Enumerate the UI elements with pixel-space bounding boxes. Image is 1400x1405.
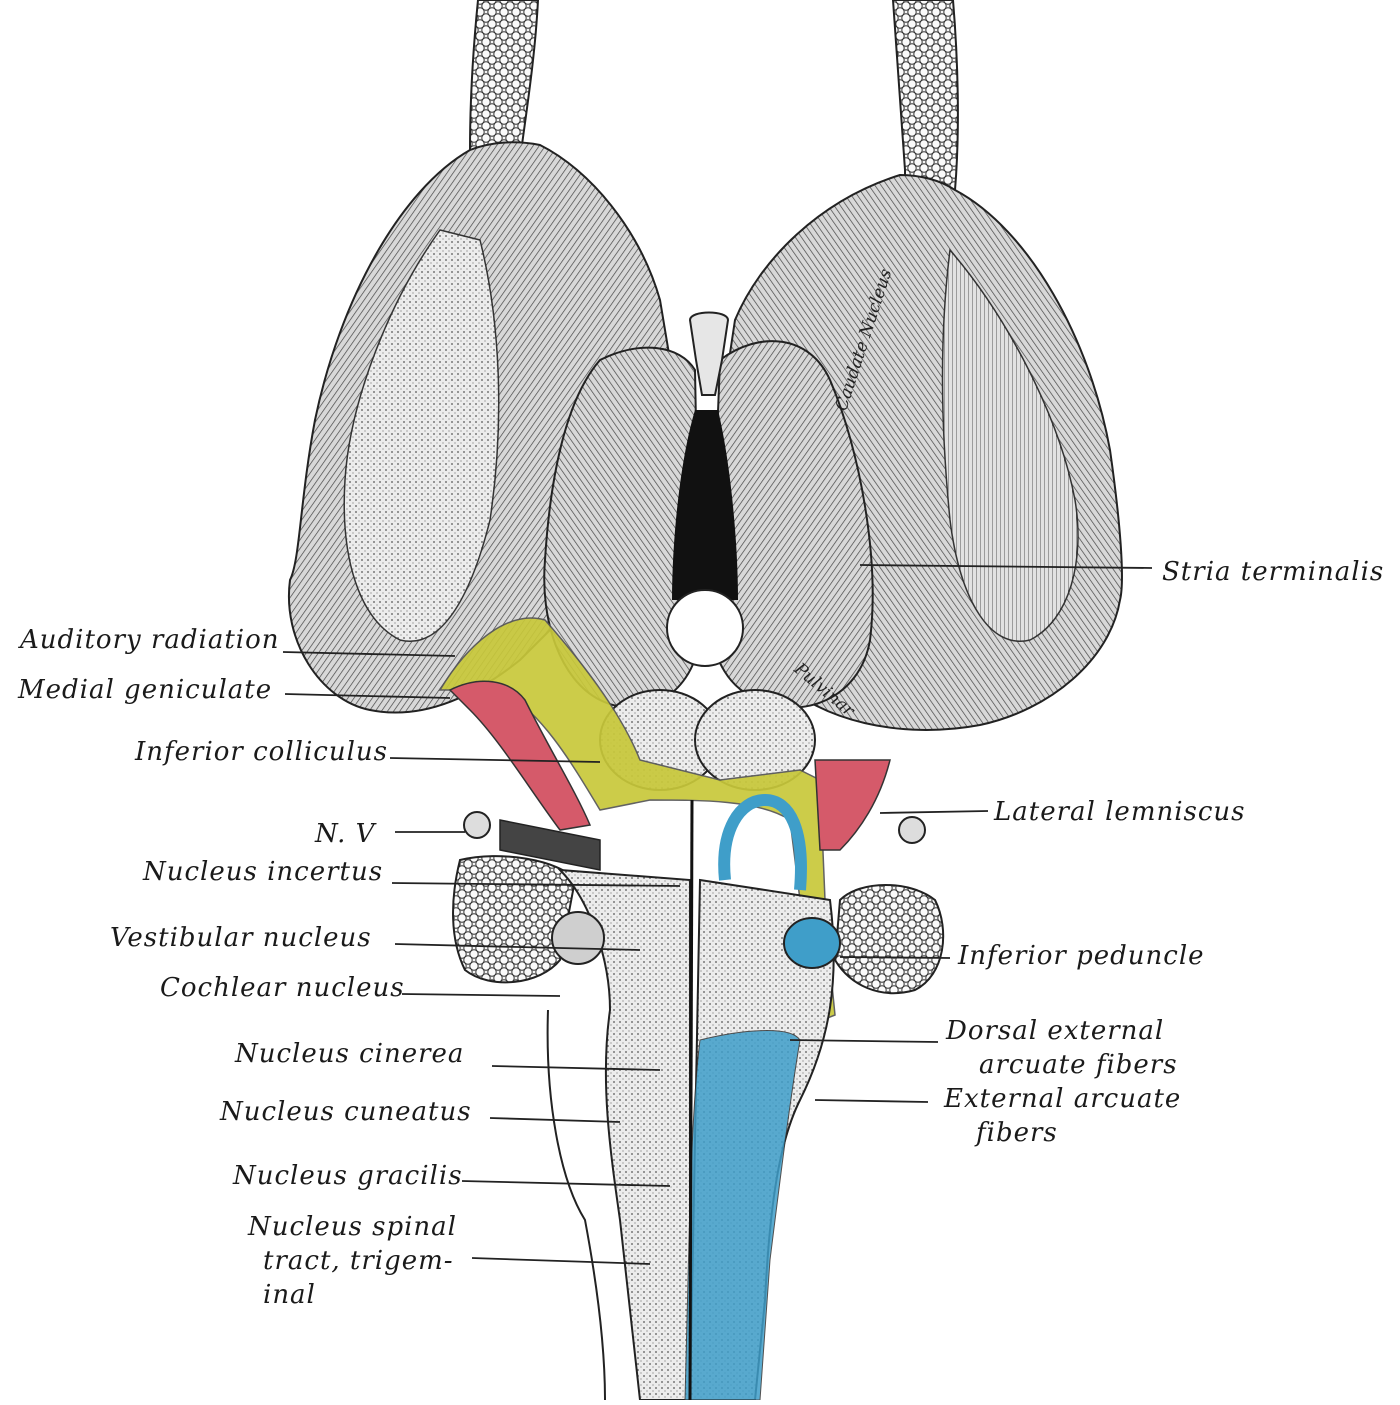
label-nucleus-gracilis: Nucleus gracilis xyxy=(233,1161,463,1191)
blue-lemniscus-loop xyxy=(718,793,807,891)
label-line: inal xyxy=(263,1280,316,1310)
blue-fasciculus xyxy=(684,1030,801,1401)
label-vestibular-nucleus: Vestibular nucleus xyxy=(110,923,372,953)
label-n-v: N. V xyxy=(315,819,376,849)
median-sulcus xyxy=(688,799,694,1401)
vestibular-ellipse xyxy=(551,911,605,965)
label-line: Nucleus spinal xyxy=(248,1212,457,1242)
right-thalamus xyxy=(708,340,874,709)
third-ventricle xyxy=(672,410,738,600)
pineal xyxy=(688,311,730,396)
label-auditory-radiation: Auditory radiation xyxy=(20,625,280,655)
label-nucleus-cinerea: Nucleus cinerea xyxy=(235,1039,465,1069)
label-medial-geniculate: Medial geniculate xyxy=(18,675,273,705)
right-hemisphere-inner xyxy=(941,248,1079,642)
label-dorsal-external-arcuate: Dorsal external arcuate fibers xyxy=(946,1014,1178,1082)
right-stub xyxy=(898,816,926,844)
label-external-arcuate: External arcuate fibers xyxy=(944,1082,1181,1150)
label-line: External arcuate xyxy=(944,1084,1182,1114)
n-v-stub xyxy=(463,811,491,839)
label-stria-terminalis: Stria terminalis xyxy=(1162,557,1385,587)
label-inferior-peduncle: Inferior peduncle xyxy=(958,941,1205,971)
label-line: Dorsal external xyxy=(946,1016,1165,1046)
label-nucleus-spinal-tract: Nucleus spinal tract, trigem- inal xyxy=(248,1210,457,1312)
right-red-lemniscus xyxy=(814,759,891,851)
label-nucleus-incertus: Nucleus incertus xyxy=(143,857,384,887)
label-line: tract, trigem- xyxy=(263,1246,454,1276)
label-nucleus-cuneatus: Nucleus cuneatus xyxy=(220,1097,472,1127)
left-pons-lobe xyxy=(452,855,577,984)
label-cochlear-nucleus: Cochlear nucleus xyxy=(160,973,405,1003)
right-pons-lobe xyxy=(833,884,945,995)
leader-lines xyxy=(282,564,1153,1265)
left-hemisphere-inner xyxy=(343,229,500,642)
n-v-root xyxy=(499,819,601,871)
ventricle-opening xyxy=(666,589,744,667)
label-inferior-colliculus: Inferior colliculus xyxy=(135,737,388,767)
label-line: arcuate fibers xyxy=(979,1050,1178,1080)
blue-inferior-peduncle xyxy=(783,917,841,969)
label-lateral-lemniscus: Lateral lemniscus xyxy=(994,797,1246,827)
left-red-lemniscus xyxy=(448,680,592,831)
left-cord-outline xyxy=(546,1009,606,1401)
label-line: fibers xyxy=(976,1118,1058,1148)
